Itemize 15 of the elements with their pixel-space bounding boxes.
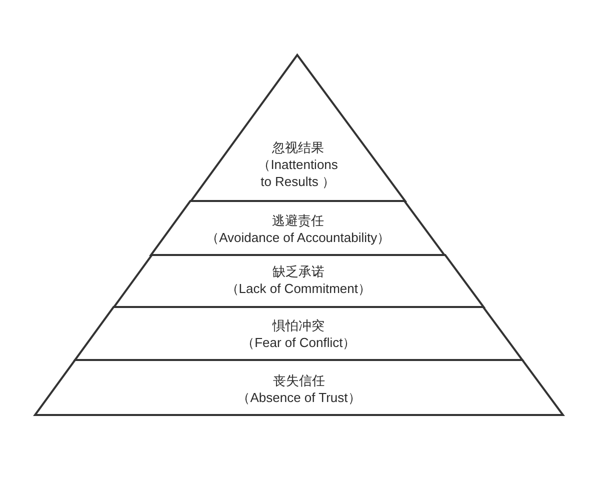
tier-heading: 缺乏承诺 (272, 263, 324, 280)
tier-subtitle: （Avoidance of Accountability） (206, 229, 390, 246)
tier-heading: 丧失信任 (273, 372, 325, 389)
tier-subtitle: （Inattentions to Results ） (256, 156, 339, 190)
pyramid-tier (114, 255, 484, 307)
pyramid-tier (75, 307, 522, 360)
tier-heading: 惧怕冲突 (272, 317, 325, 334)
pyramid-tier (190, 55, 405, 201)
tier-subtitle: （Absence of Trust） (237, 389, 361, 406)
tier-subtitle: （Lack of Commitment） (226, 280, 371, 297)
pyramid-tier (151, 201, 445, 255)
pyramid-tier (35, 360, 563, 415)
tier-subtitle: （Fear of Conflict） (242, 334, 356, 351)
tier-heading: 忽视结果 (272, 139, 324, 156)
tier-heading: 逃避责任 (272, 212, 324, 229)
